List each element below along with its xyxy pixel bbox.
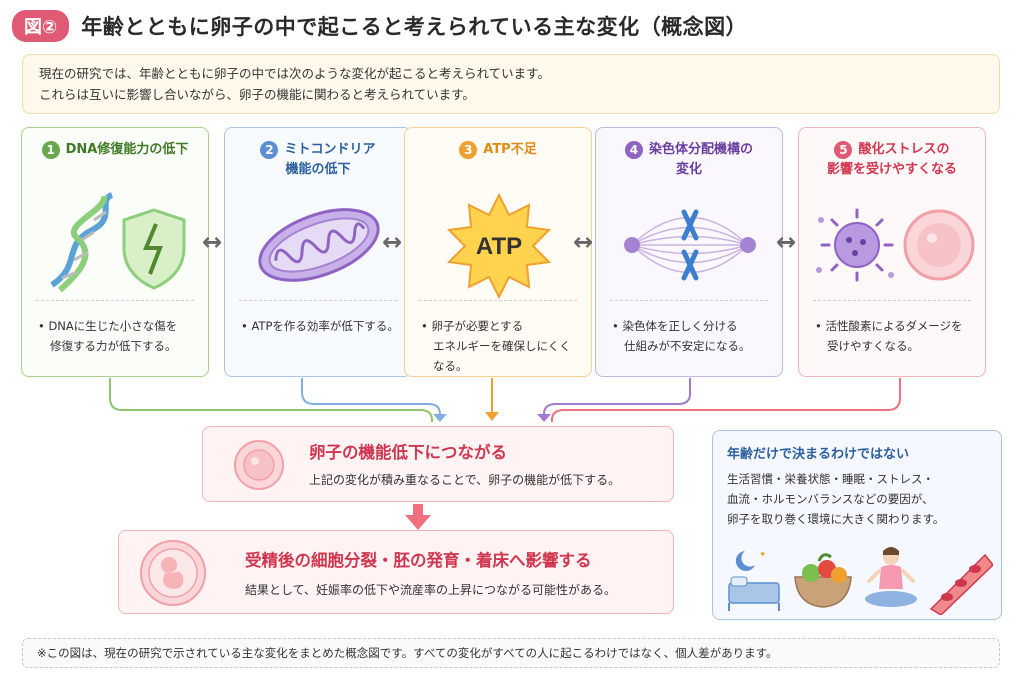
desc-line-1: • DNAに生じた小さな傷を bbox=[38, 319, 178, 333]
card-divider bbox=[419, 300, 577, 301]
card-title-text: ミトコンドリア bbox=[284, 142, 376, 157]
atp-label: ATP bbox=[476, 233, 522, 260]
intro-line-2: これらは互いに影響し合いながら、卵子の機能に関わると考えられています。 bbox=[39, 87, 475, 102]
card-title-text: 酸化ストレスの bbox=[858, 142, 950, 157]
card-title-text-2: 変化 bbox=[675, 162, 702, 177]
not-only-age-box: 年齢だけで決まるわけではない 生活習慣・栄養状態・睡眠・ストレス・ 血流・ホルモ… bbox=[712, 430, 1002, 620]
double-arrow-icon: ↔ bbox=[776, 228, 797, 256]
card-title: 2 ミトコンドリア 機能の低下 bbox=[231, 140, 405, 180]
card-title: 5 酸化ストレスの 影響を受けやすくなる bbox=[805, 140, 979, 180]
card-dna-repair: 1 DNA修復能力の低下 • DNAに生じた小さな傷を 修復する力が低下する。 bbox=[21, 127, 209, 377]
desc-line-2: 仕組みが不安定になる。 bbox=[624, 339, 751, 353]
atp-burst-icon: ATP bbox=[405, 190, 591, 300]
double-arrow-icon: ↔ bbox=[382, 228, 403, 256]
desc-line-1: • ATPを作る効率が低下する。 bbox=[241, 319, 399, 333]
card-number: 2 bbox=[260, 140, 279, 159]
card-divider bbox=[36, 300, 194, 301]
card-description: • ATPを作る効率が低下する。 bbox=[241, 316, 401, 336]
side-description: 生活習慣・栄養状態・睡眠・ストレス・ 血流・ホルモンバランスなどの要因が、 卵子… bbox=[727, 469, 991, 529]
desc-line-2: 修復する力が低下する。 bbox=[50, 339, 177, 353]
impact-title: 受精後の細胞分裂・胚の発育・着床へ影響する bbox=[245, 551, 592, 570]
intro-box: 現在の研究では、年齢とともに卵子の中では次のような変化が起こると考えられています… bbox=[22, 54, 1000, 114]
card-title-text-2: 機能の低下 bbox=[285, 162, 351, 177]
card-description: • 卵子が必要とする エネルギーを確保しにくくなる。 bbox=[421, 316, 581, 376]
side-line-3: 卵子を取り巻く環境に大きく関わります。 bbox=[727, 512, 945, 526]
desc-line-1: • 活性酸素によるダメージを bbox=[815, 319, 963, 333]
page-title: 年齢とともに卵子の中で起こると考えられている主な変化（概念図） bbox=[81, 15, 748, 39]
card-oxidative-stress: 5 酸化ストレスの 影響を受けやすくなる • 活性酸素によるダメージを 受けやすく… bbox=[798, 127, 986, 377]
intro-line-1: 現在の研究では、年齢とともに卵子の中では次のような変化が起こると考えられています… bbox=[39, 66, 550, 81]
card-description: • DNAに生じた小さな傷を 修復する力が低下する。 bbox=[38, 316, 198, 356]
card-title-text: DNA修復能力の低下 bbox=[65, 142, 189, 157]
header: 図② 年齢とともに卵子の中で起こると考えられている主な変化（概念図） bbox=[12, 8, 747, 44]
card-title-text-2: 影響を受けやすくなる bbox=[826, 162, 957, 177]
card-title-text: ATP不足 bbox=[483, 142, 537, 157]
figure-badge: 図② bbox=[12, 10, 70, 42]
egg-function-decline-box: 卵子の機能低下につながる 上記の変化が積み重なることで、卵子の機能が低下する。 bbox=[202, 426, 674, 502]
card-atp: 3 ATP不足 ATP • 卵子が必要とする エネルギーを確保しにくくなる。 bbox=[404, 127, 592, 377]
pregnancy-impact-box: 受精後の細胞分裂・胚の発育・着床へ影響する 結果として、妊娠率の低下や流産率の上… bbox=[118, 530, 674, 614]
mitochondria-icon bbox=[225, 190, 411, 300]
card-number: 4 bbox=[624, 140, 643, 159]
side-title: 年齢だけで決まるわけではない bbox=[727, 447, 910, 462]
sleep-bed-icon: ✦ bbox=[728, 550, 780, 611]
decline-description: 上記の変化が積み重なることで、卵子の機能が低下する。 bbox=[309, 473, 621, 487]
down-arrow-icon bbox=[405, 504, 431, 530]
decline-title: 卵子の機能低下につながる bbox=[309, 443, 507, 462]
card-description: • 染色体を正しく分ける 仕組みが不安定になる。 bbox=[612, 316, 772, 356]
egg-cell-icon bbox=[234, 440, 284, 490]
footnote: ※この図は、現在の研究で示されている主な変化をまとめた概念図です。すべての変化が… bbox=[22, 638, 1000, 668]
card-title: 1 DNA修復能力の低下 bbox=[28, 140, 202, 160]
card-number: 5 bbox=[834, 140, 853, 159]
card-divider bbox=[813, 300, 971, 301]
card-divider bbox=[610, 300, 768, 301]
vegetables-bowl-icon bbox=[794, 553, 852, 608]
double-arrow-icon: ↔ bbox=[202, 228, 223, 256]
desc-line-1: • 染色体を正しく分ける bbox=[612, 319, 738, 333]
card-chromosome: 4 染色体分配機構の 変化 • 染色体を正しく分ける 仕組みが不安定になる。 bbox=[595, 127, 783, 377]
fetus-icon bbox=[140, 540, 206, 606]
desc-line-1: • 卵子が必要とする bbox=[421, 319, 524, 333]
card-title-text: 染色体分配機構の bbox=[648, 142, 753, 157]
impact-description: 結果として、妊娠率の低下や流産率の上昇につながる可能性がある。 bbox=[245, 583, 617, 597]
svg-text:✦: ✦ bbox=[759, 550, 767, 560]
desc-line-2: エネルギーを確保しにくくなる。 bbox=[433, 339, 571, 373]
card-number: 3 bbox=[459, 140, 478, 159]
card-title: 3 ATP不足 bbox=[411, 140, 585, 160]
spindle-icon bbox=[596, 190, 782, 300]
meditation-person-icon bbox=[865, 547, 917, 607]
card-title: 4 染色体分配機構の 変化 bbox=[602, 140, 776, 180]
lifestyle-icons: ✦ bbox=[728, 547, 993, 615]
card-description: • 活性酸素によるダメージを 受けやすくなる。 bbox=[815, 316, 975, 356]
desc-line-2: 受けやすくなる。 bbox=[827, 339, 919, 353]
double-arrow-icon: ↔ bbox=[573, 228, 594, 256]
ros-cell-icon bbox=[799, 190, 985, 300]
card-mitochondria: 2 ミトコンドリア 機能の低下 • ATPを作る効率が低下する。 bbox=[224, 127, 412, 377]
blood-vessel-icon bbox=[929, 553, 993, 615]
dna-shield-icon bbox=[22, 190, 208, 300]
card-divider bbox=[239, 300, 397, 301]
side-line-1: 生活習慣・栄養状態・睡眠・ストレス・ bbox=[727, 472, 934, 486]
card-number: 1 bbox=[41, 140, 60, 159]
side-line-2: 血流・ホルモンバランスなどの要因が、 bbox=[727, 492, 934, 506]
